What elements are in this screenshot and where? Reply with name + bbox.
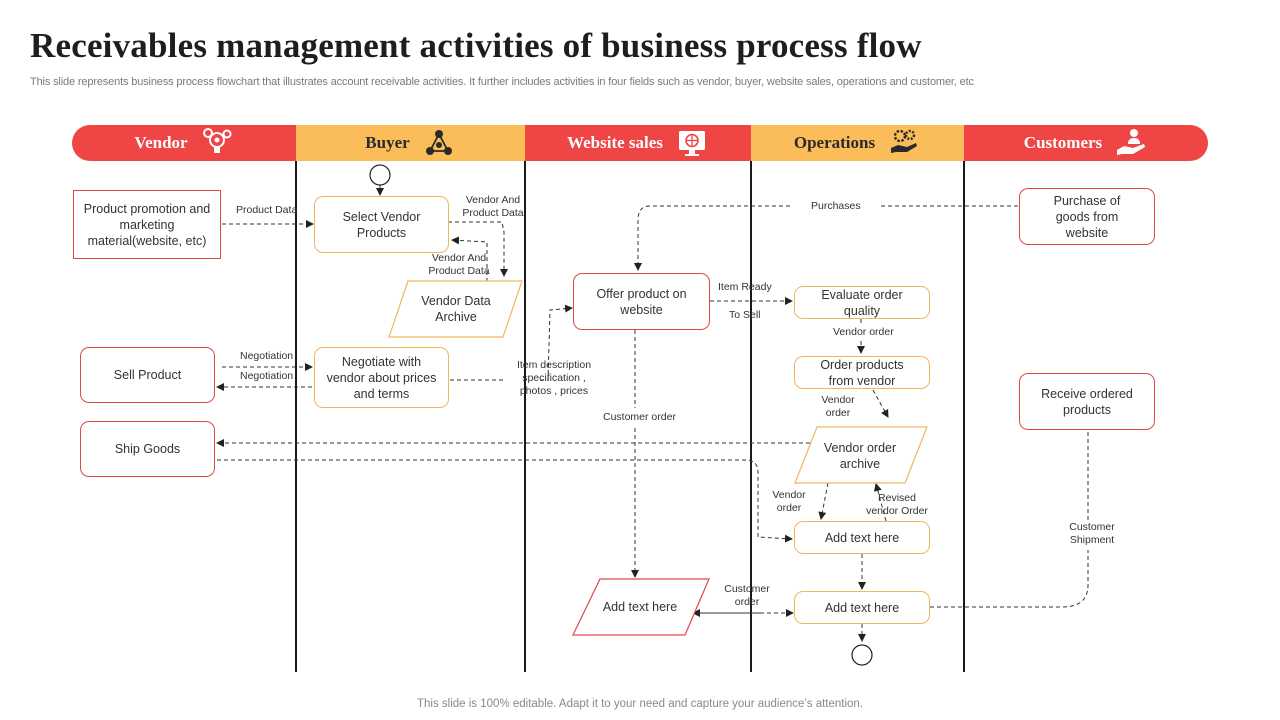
lane-header-operations: Operations bbox=[751, 125, 964, 161]
lane-divider-1 bbox=[295, 161, 297, 672]
network-nodes-icon bbox=[422, 126, 456, 160]
lane-header-customers: Customers bbox=[964, 125, 1208, 161]
lane-header-vendor: Vendor bbox=[72, 125, 296, 161]
sell-product-node: Sell Product bbox=[80, 347, 215, 403]
order-products-node: Order products from vendor bbox=[794, 356, 930, 389]
lane-label-customers: Customers bbox=[1023, 133, 1103, 152]
gears-lightbulb-icon bbox=[200, 126, 234, 160]
edge-label-item-description: Item description specification , photos … bbox=[516, 359, 592, 397]
negotiate-node: Negotiate with vendor about prices and t… bbox=[314, 347, 449, 408]
vendor-order-archive-shape bbox=[794, 426, 928, 484]
add-text-web-node: Add text here bbox=[602, 600, 678, 614]
add-text-ops-1-node: Add text here bbox=[794, 521, 930, 554]
lane-header-buyer: Buyer bbox=[296, 125, 525, 161]
product-promotion-node: Product promotion and marketing material… bbox=[73, 190, 221, 259]
edge-label-vendor-order-1: Vendor order bbox=[833, 326, 894, 338]
evaluate-quality-node: Evaluate order quality bbox=[794, 286, 930, 319]
edge-label-customer-shipment: Customer Shipment bbox=[1069, 521, 1115, 546]
add-text-web-shape bbox=[572, 578, 710, 636]
lane-divider-3 bbox=[750, 161, 752, 672]
edge-label-vendor-product-data-2: Vendor And Product Data bbox=[428, 252, 490, 277]
vendor-data-archive-node: Vendor Data Archive bbox=[421, 294, 491, 324]
edge-label-negotiation-2: Negotiation bbox=[240, 370, 294, 382]
lane-label-operations: Operations bbox=[793, 133, 876, 152]
edge-label-product-data: Product Data bbox=[236, 204, 298, 216]
edge-label-item-ready: Item Ready bbox=[718, 281, 772, 293]
offer-product-node: Offer product on website bbox=[573, 273, 710, 330]
lane-divider-4 bbox=[963, 161, 965, 672]
purchase-goods-node: Purchase of goods from website bbox=[1019, 188, 1155, 245]
lane-label-vendor: Vendor bbox=[134, 133, 188, 152]
edge-label-customer-order-2: Customer order bbox=[724, 583, 770, 608]
edge-label-negotiation-1: Negotiation bbox=[240, 350, 294, 362]
lane-label-buyer: Buyer bbox=[365, 133, 410, 152]
vendor-order-archive-node: Vendor order archive bbox=[823, 441, 897, 471]
edge-label-purchases: Purchases bbox=[811, 200, 861, 212]
edge-label-revised-vendor-order: Revised vendor Order bbox=[866, 492, 928, 517]
start-node bbox=[369, 164, 391, 186]
lane-label-website-sales: Website sales bbox=[567, 133, 663, 152]
edge-label-vendor-order-2: Vendor order bbox=[821, 394, 855, 419]
receive-products-node: Receive ordered products bbox=[1019, 373, 1155, 430]
monitor-globe-icon bbox=[675, 126, 709, 160]
edge-label-vendor-order-3: Vendor order bbox=[772, 489, 806, 514]
edge-label-to-sell: To Sell bbox=[729, 309, 761, 321]
lane-header-website-sales: Website sales bbox=[525, 125, 751, 161]
page-subtitle: This slide represents business process f… bbox=[30, 76, 974, 88]
add-text-ops-2-node: Add text here bbox=[794, 591, 930, 624]
ship-goods-node: Ship Goods bbox=[80, 421, 215, 477]
select-vendor-products-node: Select Vendor Products bbox=[314, 196, 449, 253]
vendor-data-archive-shape bbox=[388, 280, 523, 338]
edge-label-customer-order-1: Customer order bbox=[603, 411, 676, 423]
hand-person-icon bbox=[1114, 126, 1148, 160]
lane-divider-2 bbox=[524, 161, 526, 672]
hand-gears-icon bbox=[887, 126, 921, 160]
end-node bbox=[851, 644, 873, 666]
edge-label-vendor-product-data-1: Vendor And Product Data bbox=[462, 194, 524, 219]
page-footer: This slide is 100% editable. Adapt it to… bbox=[416, 698, 864, 710]
page-title: Receivables management activities of bus… bbox=[30, 26, 922, 65]
